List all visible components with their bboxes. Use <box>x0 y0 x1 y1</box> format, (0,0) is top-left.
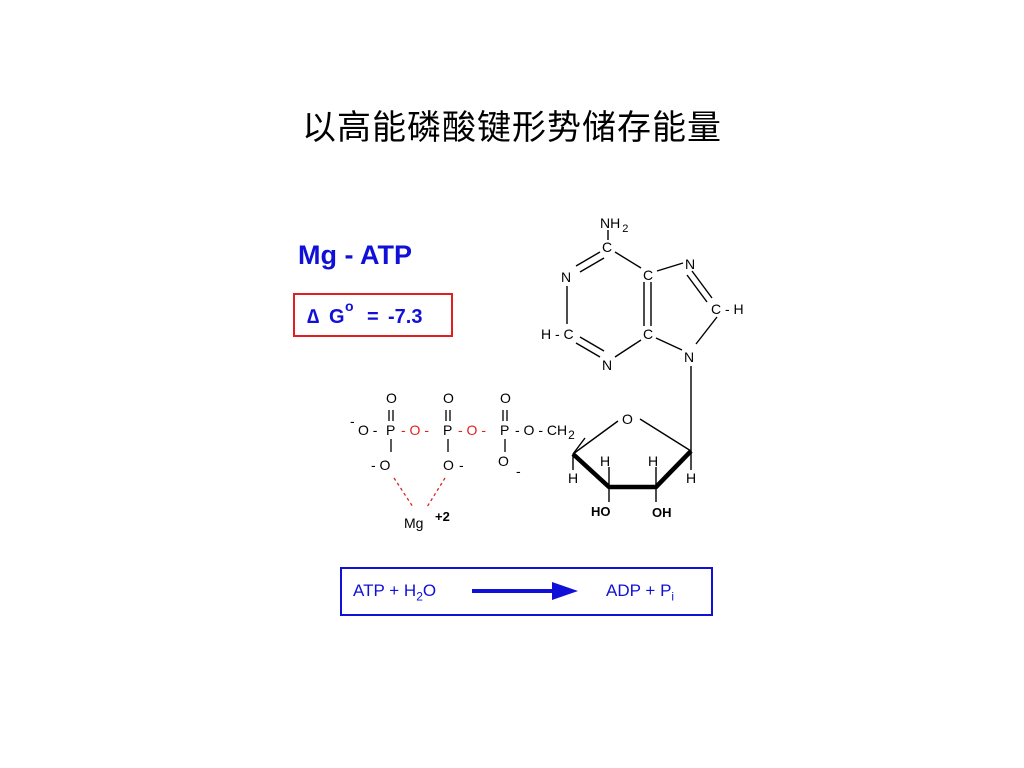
mg-coordination-bonds <box>393 477 446 508</box>
reactant-atp: ATP <box>353 581 385 600</box>
reaction-arrow <box>472 582 578 600</box>
alpha-oxygen-anion: O <box>498 453 509 469</box>
free-energy-box: ∆ G o = -7.3 <box>293 293 453 337</box>
n1-label: N <box>561 269 571 285</box>
gibbs-symbol: G <box>329 306 345 328</box>
ribose-ring <box>572 418 692 502</box>
reaction-reactants: ATP + H2O <box>353 581 436 603</box>
c6-label: C <box>602 239 612 255</box>
phosphate-bonds <box>388 410 508 452</box>
delta-symbol: ∆ <box>307 306 320 328</box>
beta-charge: - <box>459 457 464 473</box>
ribose-h-4: H <box>568 470 578 486</box>
c4-label: C <box>643 326 653 342</box>
ribose-bold-edge <box>571 449 693 490</box>
hydroxyl-3: HO <box>591 504 611 519</box>
c5-label: C <box>643 267 653 283</box>
alpha-phosphorus: P <box>500 422 509 438</box>
gamma-phosphorus: P <box>386 422 395 438</box>
reaction-products: ADP + Pi <box>606 581 674 603</box>
magnesium-ion: Mg <box>404 515 423 531</box>
magnesium-charge: +2 <box>435 509 450 524</box>
n3-label: N <box>602 357 612 373</box>
bridging-oxygen-1: - O - <box>401 422 429 438</box>
gamma-oxygen-anion: - O <box>371 457 391 473</box>
beta-oxygen-anion: O <box>443 457 454 473</box>
ester-linkage: - O - CH2 <box>515 422 575 442</box>
c2-label: H - C <box>541 326 574 342</box>
mg-atp-heading: Mg - ATP <box>298 240 412 270</box>
ribose-h-2: H <box>600 453 610 469</box>
terminal-oxygen: O - <box>358 422 378 438</box>
slide-title: 以高能磷酸键形势储存能量 <box>302 108 722 148</box>
ribose-h-1: H <box>686 470 696 486</box>
ring-oxygen: O <box>622 411 633 427</box>
equals-sign: = <box>367 306 379 328</box>
alpha-charge: - <box>516 463 521 479</box>
beta-phosphorus: P <box>443 422 452 438</box>
inorganic-phosphate: Pi <box>660 581 675 604</box>
plus-sign-2: + <box>645 581 656 600</box>
product-adp: ADP <box>606 581 641 600</box>
n9-label: N <box>684 349 694 365</box>
free-energy-value: -7.3 <box>388 306 423 328</box>
adenine-bonds <box>566 230 718 451</box>
c8-label: C - H <box>711 301 744 317</box>
oxo-oxygen-1: O <box>386 390 397 406</box>
water-formula: H2O <box>403 581 437 604</box>
oxo-oxygen-3: O <box>500 390 511 406</box>
ribose-h-3: H <box>648 453 658 469</box>
bridging-oxygen-2: - O - <box>458 422 486 438</box>
terminal-charge: - <box>350 413 355 429</box>
oxo-oxygen-2: O <box>443 390 454 406</box>
standard-state-superscript: o <box>345 298 354 314</box>
hydroxyl-2: OH <box>652 505 672 520</box>
hydrolysis-reaction-box: ATP + H2O ADP + Pi <box>340 567 713 616</box>
plus-sign-1: + <box>389 581 400 600</box>
n7-label: N <box>685 256 695 272</box>
